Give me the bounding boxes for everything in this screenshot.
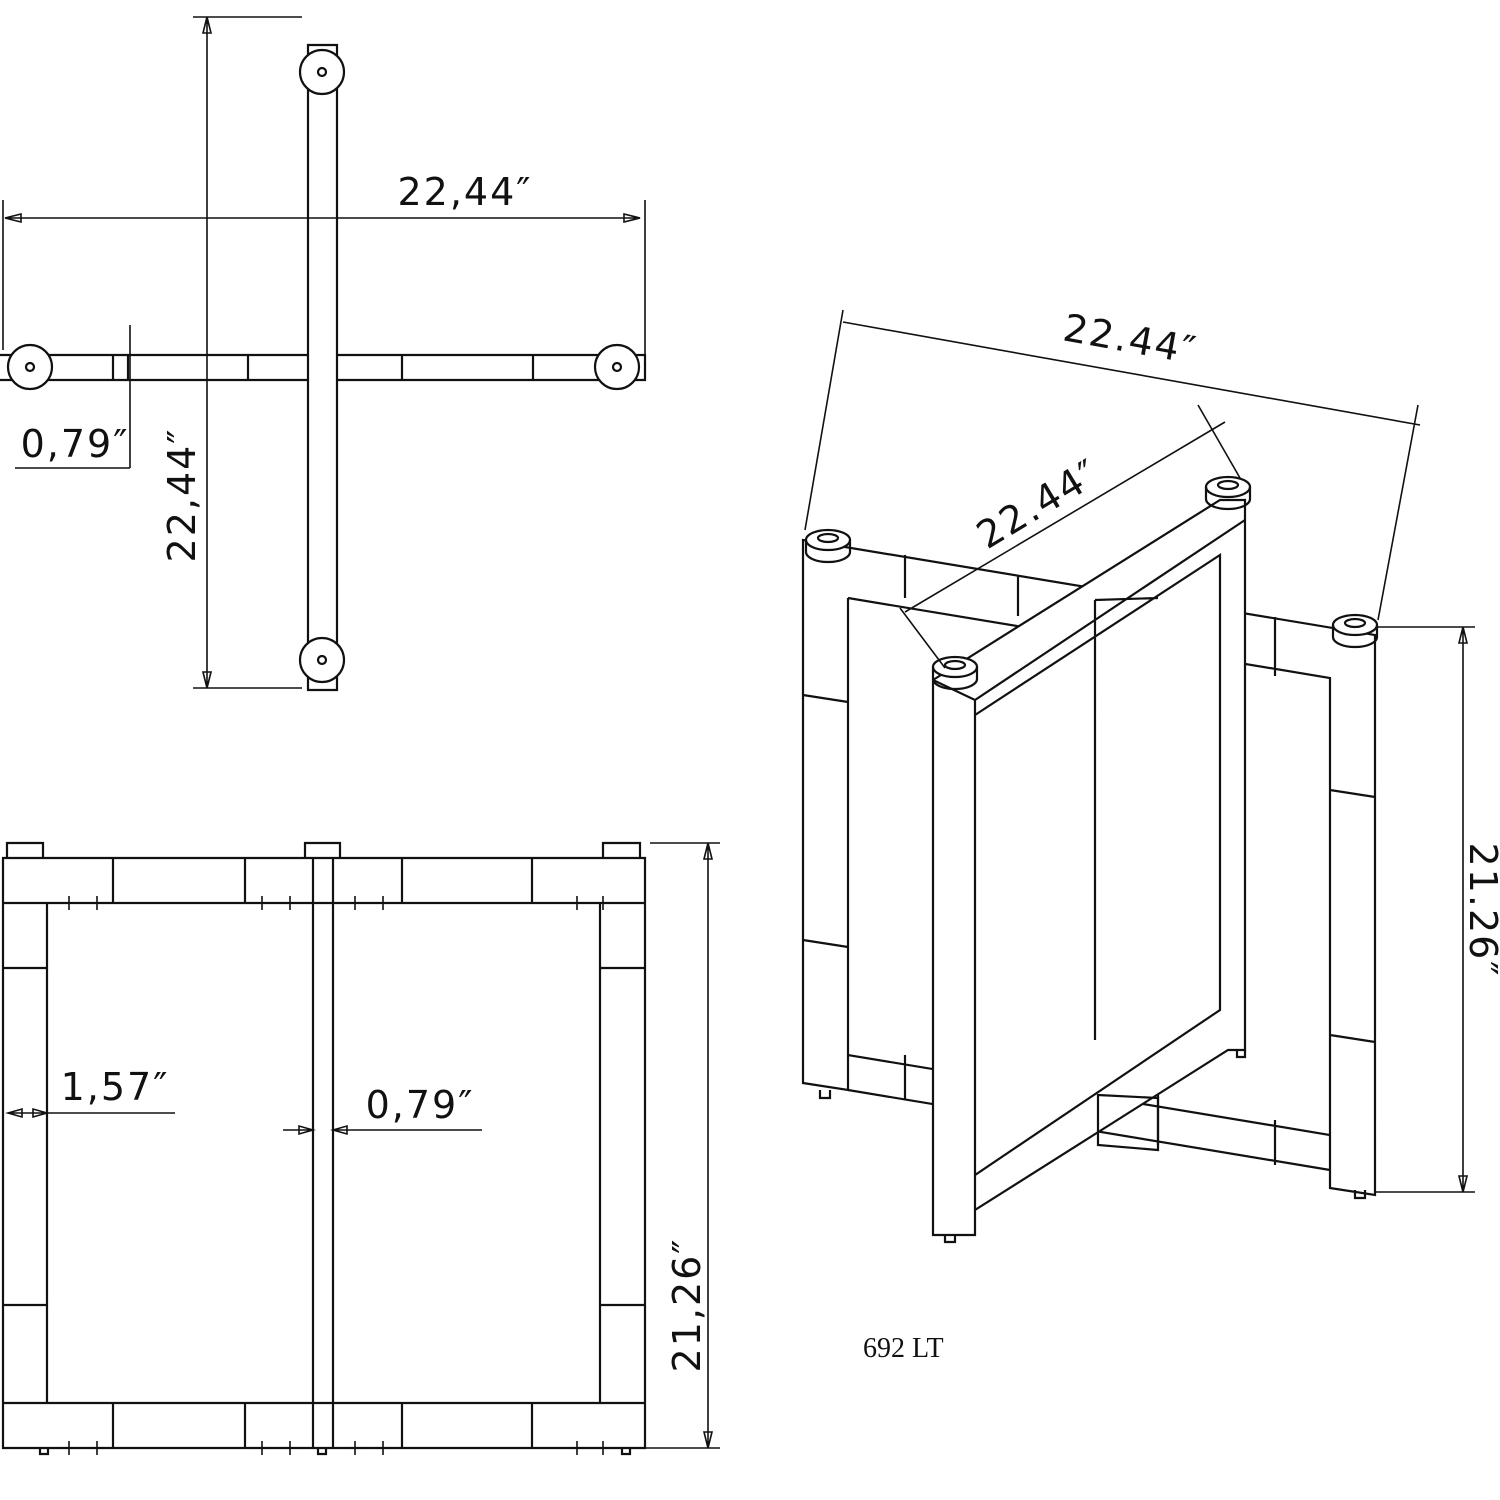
dimension-text: 0,79″ <box>21 422 130 466</box>
dimension-tube: 0,79″ <box>15 325 131 469</box>
iso-foot-pads <box>804 475 1379 691</box>
dimension-width: 22,44″ <box>2 170 646 355</box>
dimension-text: 1,57″ <box>61 1065 170 1109</box>
cross-vertical-bar <box>306 43 339 692</box>
iso-view: 22.44″ 22.44″ 21.26″ <box>801 306 1500 1244</box>
fastener-marks <box>62 896 610 1455</box>
dimension-text: 22,44″ <box>160 428 204 563</box>
dimension-depth: 22,44″ <box>160 16 302 689</box>
front-view: 21,26″ 1,57″ 0,79″ <box>1 841 720 1456</box>
dimension-text: 22.44″ <box>1060 306 1201 373</box>
dimension-center: 0,79″ <box>283 1083 482 1136</box>
frame-outline <box>1 856 647 1450</box>
dimension-text: 22,44″ <box>398 170 533 214</box>
dimension-text: 21.26″ <box>1461 843 1500 978</box>
dimension-text: 0,79″ <box>366 1083 475 1127</box>
dimension-height: 21,26″ <box>580 842 720 1449</box>
model-label: 692 LT <box>863 1333 944 1364</box>
cross-horizontal-bar <box>0 353 647 382</box>
foot-caps <box>5 841 642 858</box>
top-view: 22,44″ 22,44″ 0,79″ <box>0 16 647 692</box>
frame-front <box>931 498 1247 1237</box>
dimension-text: 21,26″ <box>665 1238 709 1373</box>
iso-dimension-height: 21.26″ <box>1375 626 1500 1193</box>
dimension-leg: 1,57″ <box>5 1065 175 1119</box>
foot-pad <box>6 48 641 684</box>
